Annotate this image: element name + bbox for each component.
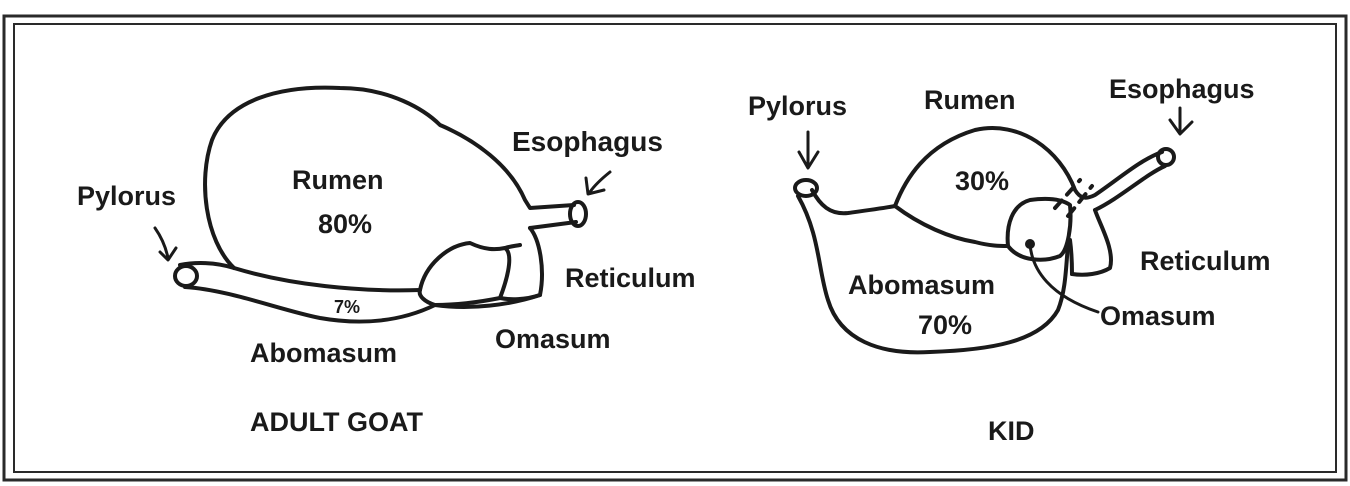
kid-rumen-bottom [895,206,1008,246]
kid-caption: KID [988,418,1035,445]
kid-abomasum-top [812,190,895,213]
kid-abomasum-percent: 70% [900,312,990,339]
adult-goat-stomach [155,88,610,322]
adult-rumen-bottom [180,263,420,290]
kid-abomasum-label: Abomasum [848,272,995,299]
adult-abomasum-percent: 7% [334,298,360,316]
adult-pylorus-opening [175,266,197,286]
adult-pylorus-arrow [155,228,176,260]
adult-esophagus-opening [570,202,586,226]
adult-esophagus-arrow [586,172,610,194]
adult-abomasum-outline [185,287,540,322]
adult-reticulum-label: Reticulum [565,265,696,292]
adult-esophagus-label: Esophagus [512,128,663,156]
kid-esophagus-label: Esophagus [1109,76,1255,103]
kid-esophagus-opening [1158,149,1174,165]
adult-reticulum-outline [500,228,542,299]
adult-omasum-outline [420,243,510,305]
adult-rumen-percent: 80% [310,211,380,238]
kid-omasum-label: Omasum [1100,303,1216,330]
kid-reticulum-divider [1070,240,1072,274]
kid-reticulum-label: Reticulum [1140,248,1271,275]
adult-goat-caption: ADULT GOAT [250,409,423,436]
kid-rumen-percent: 30% [942,168,1022,195]
kid-rumen-label: Rumen [924,87,1016,114]
adult-esophagus-tube [530,222,576,228]
adult-rumen-label: Rumen [292,167,384,194]
adult-reticulum-divider [505,245,520,248]
kid-esophagus-arrow [1170,108,1192,134]
kid-pylorus-arrow [799,132,818,168]
kid-pylorus-label: Pylorus [748,93,847,120]
adult-pylorus-label: Pylorus [77,183,176,210]
adult-omasum-label: Omasum [495,326,611,353]
kid-reticulum-outline [1072,210,1111,275]
adult-rumen-outline [205,88,574,268]
kid-omasum-outline [1008,199,1071,260]
adult-abomasum-label: Abomasum [250,340,397,367]
